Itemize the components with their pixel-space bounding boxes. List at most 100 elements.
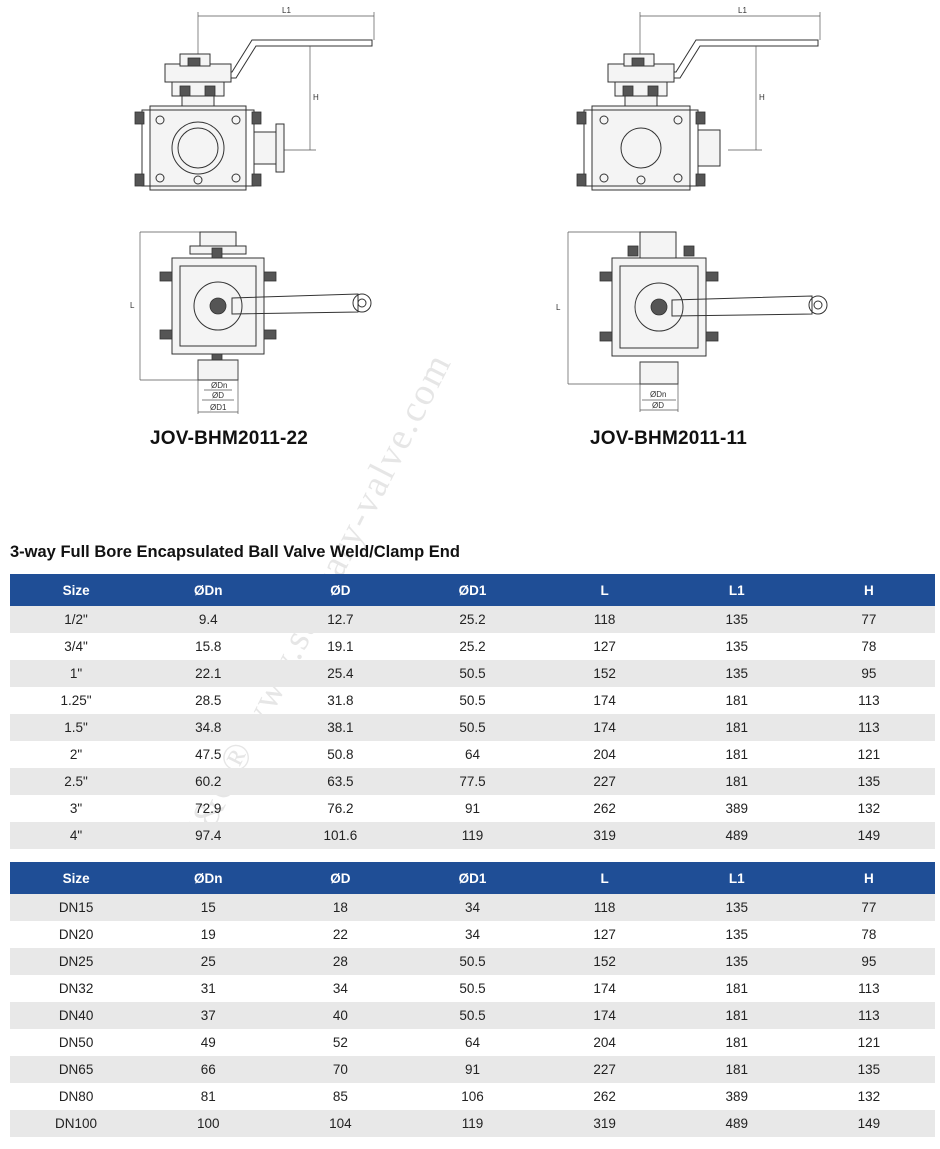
table-cell: 106	[461, 1089, 484, 1104]
table-cell: 50.8	[327, 747, 354, 762]
table-cell: 1/2"	[10, 606, 143, 633]
table-cell: 72.9	[195, 801, 222, 816]
col-header: ØD1	[406, 862, 539, 894]
left-l-label: L	[130, 301, 135, 310]
table-cell: 95	[802, 948, 935, 975]
table-cell: 135	[802, 1056, 935, 1083]
table-cell: 149	[802, 822, 935, 849]
table-cell: 119	[406, 822, 539, 849]
col-header: ØD	[274, 574, 407, 606]
table-cell: 3/4"	[64, 639, 88, 654]
table-cell: 81	[200, 1089, 216, 1104]
right-h-label: H	[759, 93, 765, 102]
col-header: L1	[670, 862, 803, 894]
table-cell: DN32	[58, 981, 94, 996]
table-cell: 60.2	[142, 768, 275, 795]
table-cell: 135	[670, 894, 803, 921]
table-cell: 121	[857, 747, 881, 762]
table-cell: 119	[406, 1110, 539, 1137]
table-cell: 64	[464, 1035, 480, 1050]
table-cell: 101.6	[274, 822, 407, 849]
table-cell: 34	[464, 927, 480, 942]
table-header-row: Size ØDn ØD ØD1 L L1 H	[10, 862, 935, 894]
table-cell: 181	[670, 1056, 803, 1083]
table-cell: 50.5	[406, 714, 539, 741]
table-cell: 37	[142, 1002, 275, 1029]
table-cell: 227	[538, 768, 671, 795]
left-d-label: ØD	[212, 391, 224, 400]
valve-drawings: L1 H	[130, 6, 828, 414]
table-header-row: Size ØDn ØD ØD1 L L1 H	[10, 574, 935, 606]
table-cell: 77.5	[406, 768, 539, 795]
table-cell: 181	[725, 747, 749, 762]
table-cell: 22	[332, 927, 348, 942]
table-cell: 34	[332, 981, 348, 996]
table-cell: 100	[142, 1110, 275, 1137]
table-cell: 3"	[69, 801, 83, 816]
table-cell: 70	[274, 1056, 407, 1083]
table-cell: 91	[464, 801, 480, 816]
table-cell: 25.4	[274, 660, 407, 687]
table-cell: 227	[538, 1056, 671, 1083]
table-cell: 50.5	[406, 1002, 539, 1029]
col-header: L1	[670, 574, 803, 606]
table-cell: 113	[802, 1002, 935, 1029]
table-cell: 28	[274, 948, 407, 975]
left-dn-label: ØDn	[211, 381, 227, 390]
table-cell: 135	[802, 768, 935, 795]
table-cell: 135	[725, 927, 749, 942]
table-cell: 31.8	[327, 693, 354, 708]
table-cell: 12.7	[274, 606, 407, 633]
table-cell: 319	[538, 1110, 671, 1137]
right-d-label: ØD	[652, 401, 664, 410]
table-cell: 78	[861, 639, 877, 654]
table-cell: 15.8	[195, 639, 222, 654]
table-cell: 50.5	[406, 948, 539, 975]
table-cell: 204	[593, 1035, 616, 1050]
col-header: Size	[10, 574, 143, 606]
table-cell: 50.5	[459, 693, 486, 708]
table-cell: DN80	[58, 1089, 94, 1104]
table-cell: 181	[670, 1002, 803, 1029]
table-cell: 25.2	[459, 639, 486, 654]
table-cell: 262	[593, 1089, 616, 1104]
table-cell: 34.8	[142, 714, 275, 741]
left-d1-label: ØD1	[210, 403, 227, 412]
left-front-view: L1 H	[134, 6, 375, 191]
table-cell: 40	[274, 1002, 407, 1029]
table-cell: 489	[670, 1110, 803, 1137]
table-cell: 113	[802, 714, 935, 741]
table-cell: 1"	[10, 660, 143, 687]
table-cell: 132	[857, 801, 881, 816]
table-cell: 28.5	[195, 693, 222, 708]
table-cell: 52	[332, 1035, 348, 1050]
table-cell: 135	[670, 660, 803, 687]
left-h-label: H	[313, 93, 319, 102]
table-cell: DN25	[10, 948, 143, 975]
table-cell: DN100	[10, 1110, 143, 1137]
table-cell: 1.5"	[10, 714, 143, 741]
model-name-left: JOV-BHM2011-22	[150, 428, 309, 449]
table-cell: 127	[593, 927, 616, 942]
table-cell: 113	[858, 693, 880, 708]
table-cell: 127	[593, 639, 616, 654]
table-cell: DN15	[10, 894, 143, 921]
table-cell: 9.4	[142, 606, 275, 633]
table-cell: 19	[200, 927, 216, 942]
table-cell: 118	[538, 606, 671, 633]
table-cell: 121	[857, 1035, 881, 1050]
